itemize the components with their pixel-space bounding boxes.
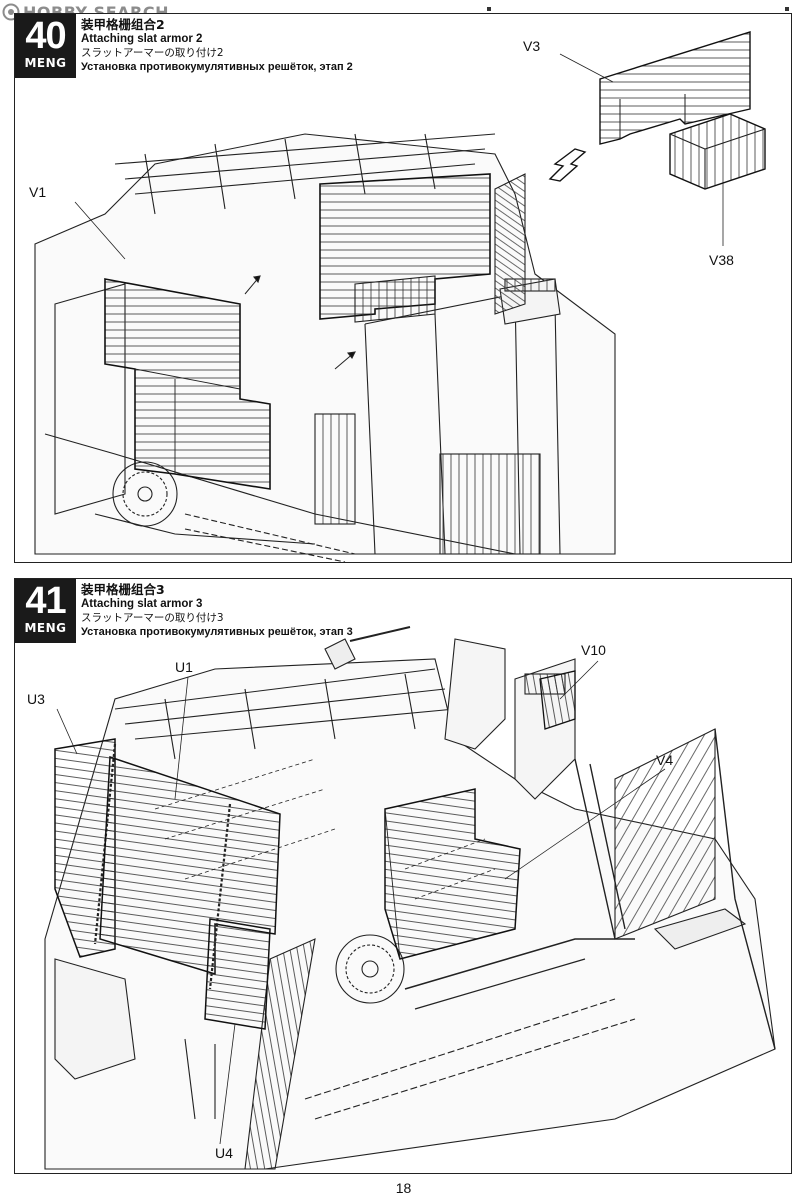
part-callout-v4: V4 xyxy=(656,752,674,768)
part-callout-v3: V3 xyxy=(523,38,541,54)
step-41-illustration xyxy=(44,626,776,1170)
part-callout-v38: V38 xyxy=(709,252,734,268)
step-40-badge: 40 MENG xyxy=(15,14,76,78)
part-callout-u4: U4 xyxy=(215,1145,233,1161)
registration-mark xyxy=(785,7,789,11)
step-41-panel: 41 MENG 装甲格栅组合3 Attaching slat armor 3 ス… xyxy=(14,578,792,1174)
part-callout-u1: U1 xyxy=(175,659,193,675)
step-41-badge: 41 MENG xyxy=(15,579,76,643)
step-number: 40 xyxy=(25,15,66,57)
title-english: Attaching slat armor 3 xyxy=(81,598,203,610)
step-40-titles: 装甲格栅组合2 Attaching slat armor 2 スラットアーマーの… xyxy=(81,18,353,74)
title-russian: Установка противокумулятивных решёток, э… xyxy=(81,626,353,638)
registration-mark xyxy=(487,7,491,11)
title-english: Attaching slat armor 2 xyxy=(81,33,203,45)
step-41-titles: 装甲格栅组合3 Attaching slat armor 3 スラットアーマーの… xyxy=(81,583,353,639)
hobby-search-logo-icon xyxy=(2,3,20,21)
part-callout-v10: V10 xyxy=(581,642,606,658)
title-chinese: 装甲格栅组合3 xyxy=(81,582,165,597)
title-japanese: スラットアーマーの取り付け2 xyxy=(81,47,224,59)
step-number: 41 xyxy=(25,580,66,622)
page-number: 18 xyxy=(395,1180,412,1196)
step-40-illustration xyxy=(34,31,766,562)
title-chinese: 装甲格栅组合2 xyxy=(81,17,165,32)
step-40-panel: 40 MENG 装甲格栅组合2 Attaching slat armor 2 ス… xyxy=(14,13,792,563)
brand-logo: MENG xyxy=(24,621,67,635)
title-russian: Установка противокумулятивных решёток, э… xyxy=(81,61,353,73)
title-japanese: スラットアーマーの取り付け3 xyxy=(81,612,224,624)
part-callout-u3: U3 xyxy=(27,691,45,707)
brand-logo: MENG xyxy=(24,56,67,70)
part-callout-v1: V1 xyxy=(29,184,47,200)
